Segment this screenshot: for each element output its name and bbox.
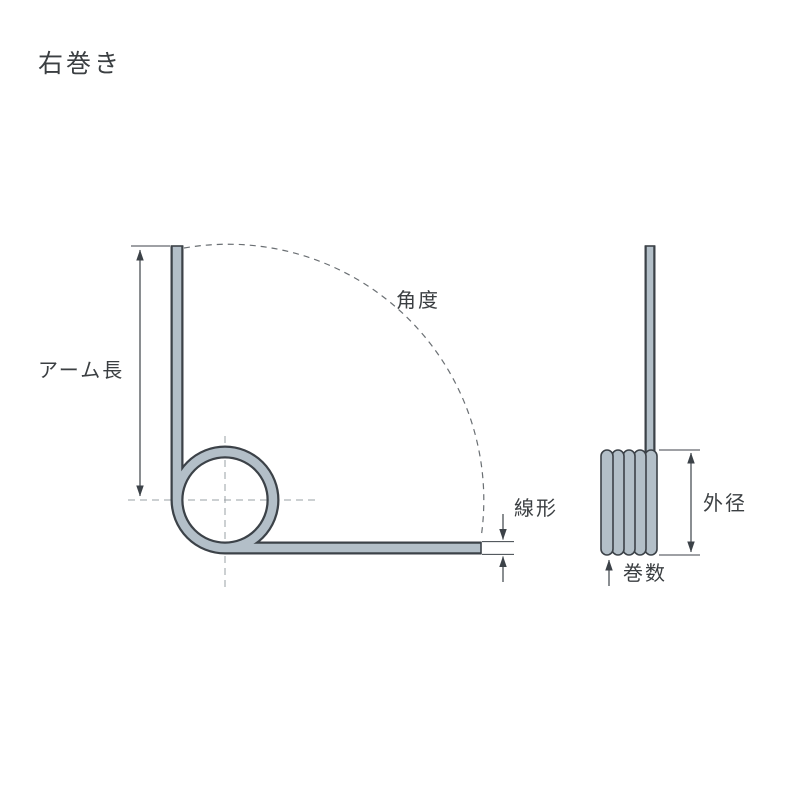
outer-diameter-dimension: 外径 bbox=[659, 449, 747, 556]
wire-diameter-dimension: 線形 bbox=[482, 496, 558, 582]
spring-wire bbox=[172, 246, 481, 553]
arm-length-label: アーム長 bbox=[38, 358, 124, 382]
coil-count-label: 巻数 bbox=[623, 561, 667, 585]
coil-windings bbox=[600, 449, 658, 556]
arm-length-dimension: アーム長 bbox=[38, 245, 170, 497]
angle-dimension: 角度 bbox=[183, 243, 485, 539]
wire-diameter-label: 線形 bbox=[514, 496, 558, 520]
coil-winding bbox=[600, 449, 614, 556]
angle-arc bbox=[183, 243, 485, 539]
coil-count-callout: 巻数 bbox=[605, 559, 667, 586]
outer-diameter-label: 外径 bbox=[703, 491, 747, 515]
angle-label: 角度 bbox=[396, 288, 440, 312]
side-view: 外径 巻数 bbox=[600, 245, 747, 586]
front-view: アーム長 角度 線形 bbox=[38, 243, 558, 590]
page-title: 右巻き bbox=[38, 49, 122, 78]
